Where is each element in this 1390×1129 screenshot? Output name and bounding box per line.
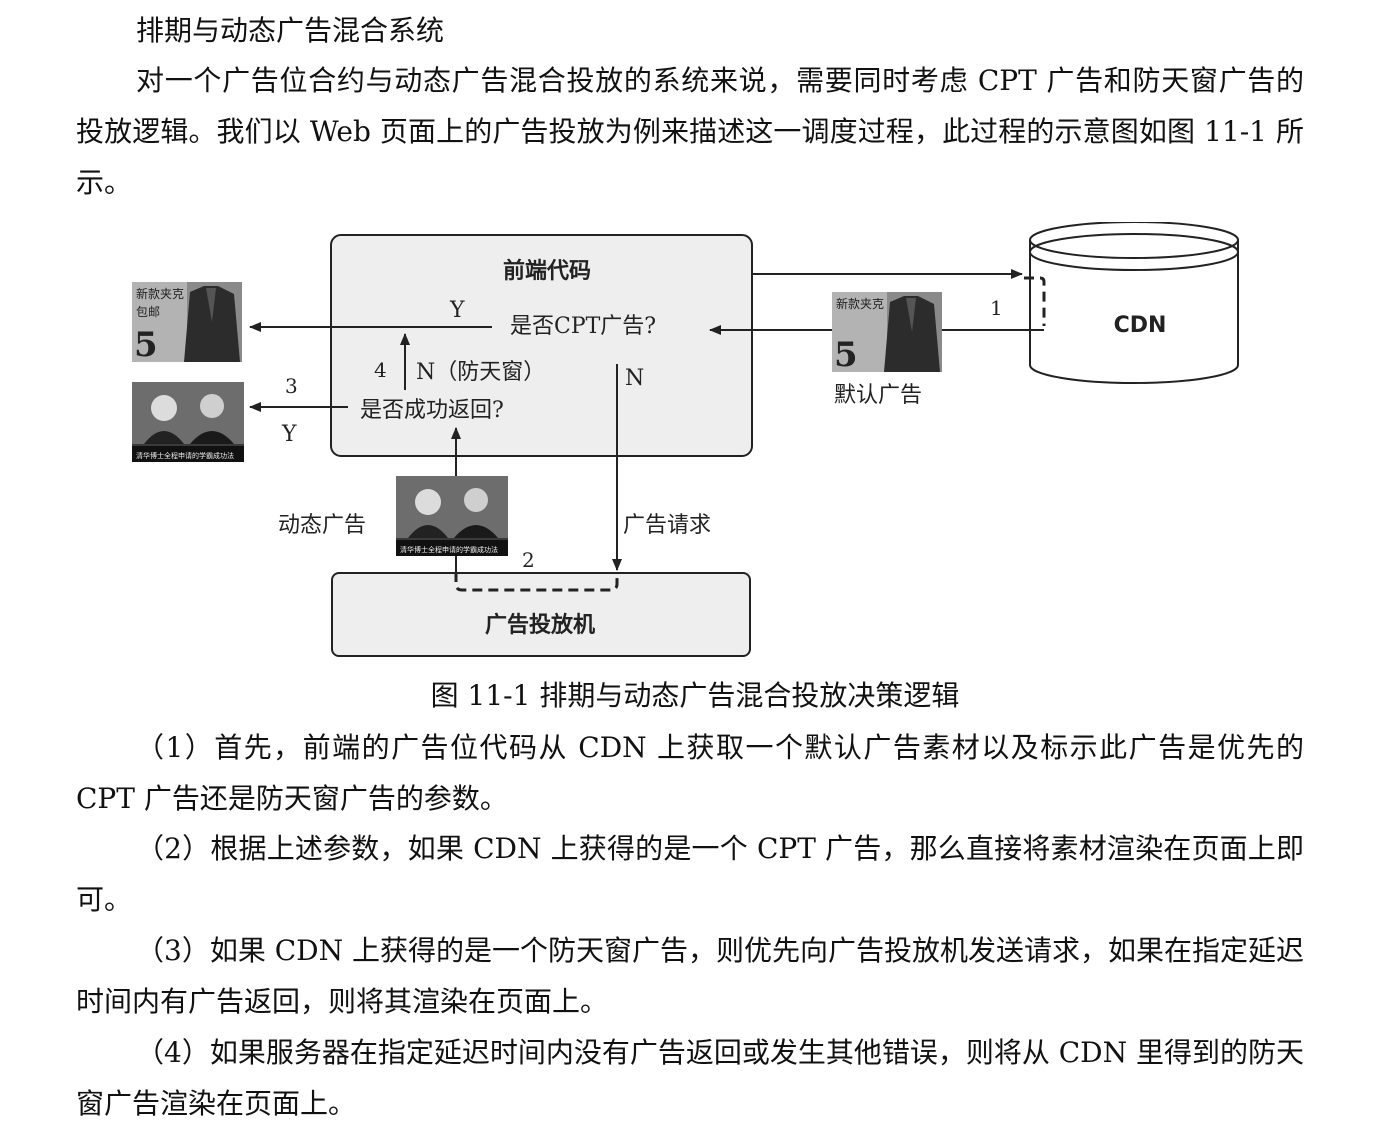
label-yes-bottom: Y: [281, 422, 297, 447]
cdn-label: CDN: [1114, 313, 1167, 338]
ad-request-label: 广告请求: [623, 513, 711, 538]
cpt-ad-text-2: 包邮: [136, 305, 160, 319]
intro-paragraph: 对一个广告位合约与动态广告混合投放的系统来说，需要同时考虑 CPT 广告和防天窗…: [76, 64, 1304, 199]
is-success-question: 是否成功返回?: [360, 398, 504, 423]
step-3-paragraph: （3）如果 CDN 上获得的是一个防天窗广告，则优先向广告投放机发送请求，如果在…: [76, 934, 1304, 1018]
step-1-paragraph: （1）首先，前端的广告位代码从 CDN 上获取一个默认广告素材以及标示此广告是优…: [76, 731, 1304, 815]
dynamic-ad-caption: 清华博士全程申请的学霸成功法: [400, 545, 498, 554]
dynamic-ad-result-thumbnail: [132, 382, 244, 462]
ad-server-label: 广告投放机: [485, 612, 595, 638]
label-step-3: 3: [285, 374, 298, 398]
default-ad-label: 默认广告: [834, 383, 922, 408]
label-step-2: 2: [522, 548, 535, 572]
ad-server-dashed-link: [454, 572, 619, 592]
label-step-1: 1: [990, 296, 1003, 320]
frontend-code-title: 前端代码: [503, 258, 591, 284]
cpt-ad-text-1: 新款夹克: [136, 286, 184, 301]
cdn-return-dashed: [1024, 276, 1046, 326]
label-yes-top: Y: [449, 298, 465, 323]
dynamic-ad-result-caption: 清华博士全程申请的学霸成功法: [136, 451, 234, 460]
default-ad-number: 5: [834, 335, 858, 375]
dynamic-ad-label: 动态广告: [278, 513, 366, 538]
figure-caption: 图 11-1 排期与动态广告混合投放决策逻辑: [430, 679, 960, 712]
default-ad-text-1: 新款夹克: [836, 296, 884, 311]
frontend-code-box: [330, 234, 753, 457]
dynamic-ad-thumbnail: [396, 476, 508, 556]
label-no: N: [625, 366, 644, 391]
figure-11-1-diagram: 前端代码 是否CPT广告? 是否成功返回? Y N（防天窗） 4 N 3 Y 新…: [132, 222, 1239, 657]
is-cpt-question: 是否CPT广告?: [510, 314, 656, 339]
step-4-paragraph: （4）如果服务器在指定延迟时间内没有广告返回或发生其他错误，则将从 CDN 里得…: [76, 1036, 1304, 1120]
cdn-database: [1029, 222, 1239, 384]
step-2-paragraph: （2）根据上述参数，如果 CDN 上获得的是一个 CPT 广告，那么直接将素材渲…: [76, 832, 1304, 916]
label-no-antiskylight: N（防天窗）: [416, 360, 545, 385]
label-step-4: 4: [374, 358, 387, 382]
ad-server-box: [331, 572, 751, 657]
cpt-ad-number: 5: [134, 325, 158, 365]
section-heading: 排期与动态广告混合系统: [136, 14, 445, 47]
